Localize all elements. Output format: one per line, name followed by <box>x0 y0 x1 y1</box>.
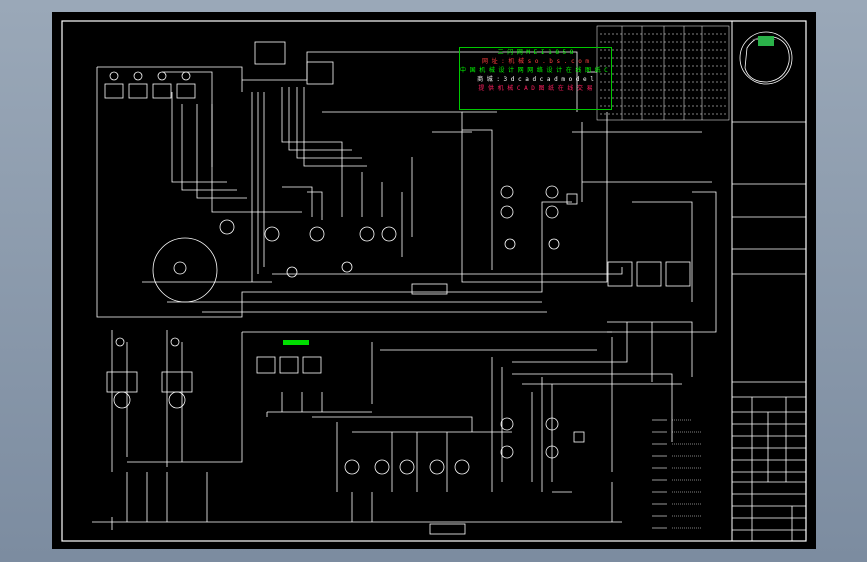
watermark-line-5: 提 供 机 械 C A D 图 纸 在 线 交 易 <box>478 85 593 92</box>
location-sketch <box>739 31 793 85</box>
watermark-line-3: 中 国 机 械 设 计 网 网 络 设 计 在 线 图 纸 C A D <box>460 67 611 74</box>
drawing-sheet: 三 闪 网 M E I 1 8 5 8 网 址 : 机 械 s o . b s … <box>52 12 816 549</box>
title-block-table <box>732 381 806 541</box>
watermark-line-2: 网 址 : 机 械 s o . b s . c o m <box>481 58 590 65</box>
watermark-banner: 三 闪 网 M E I 1 8 5 8 网 址 : 机 械 s o . b s … <box>459 47 612 110</box>
watermark-line-4: 商 城 : 3 d c a d c a d m o d e l <box>477 76 594 83</box>
revision-table <box>596 25 730 121</box>
legend-symbols <box>652 419 702 529</box>
schematic-drawing <box>61 20 807 542</box>
equipment-symbols <box>104 41 691 535</box>
tank-circle <box>152 237 218 303</box>
sheet-border <box>61 20 807 542</box>
highlight-marker <box>283 340 309 345</box>
main-pipe-network <box>92 51 717 530</box>
watermark-line-1: 三 闪 网 M E I 1 8 5 8 <box>497 49 574 56</box>
